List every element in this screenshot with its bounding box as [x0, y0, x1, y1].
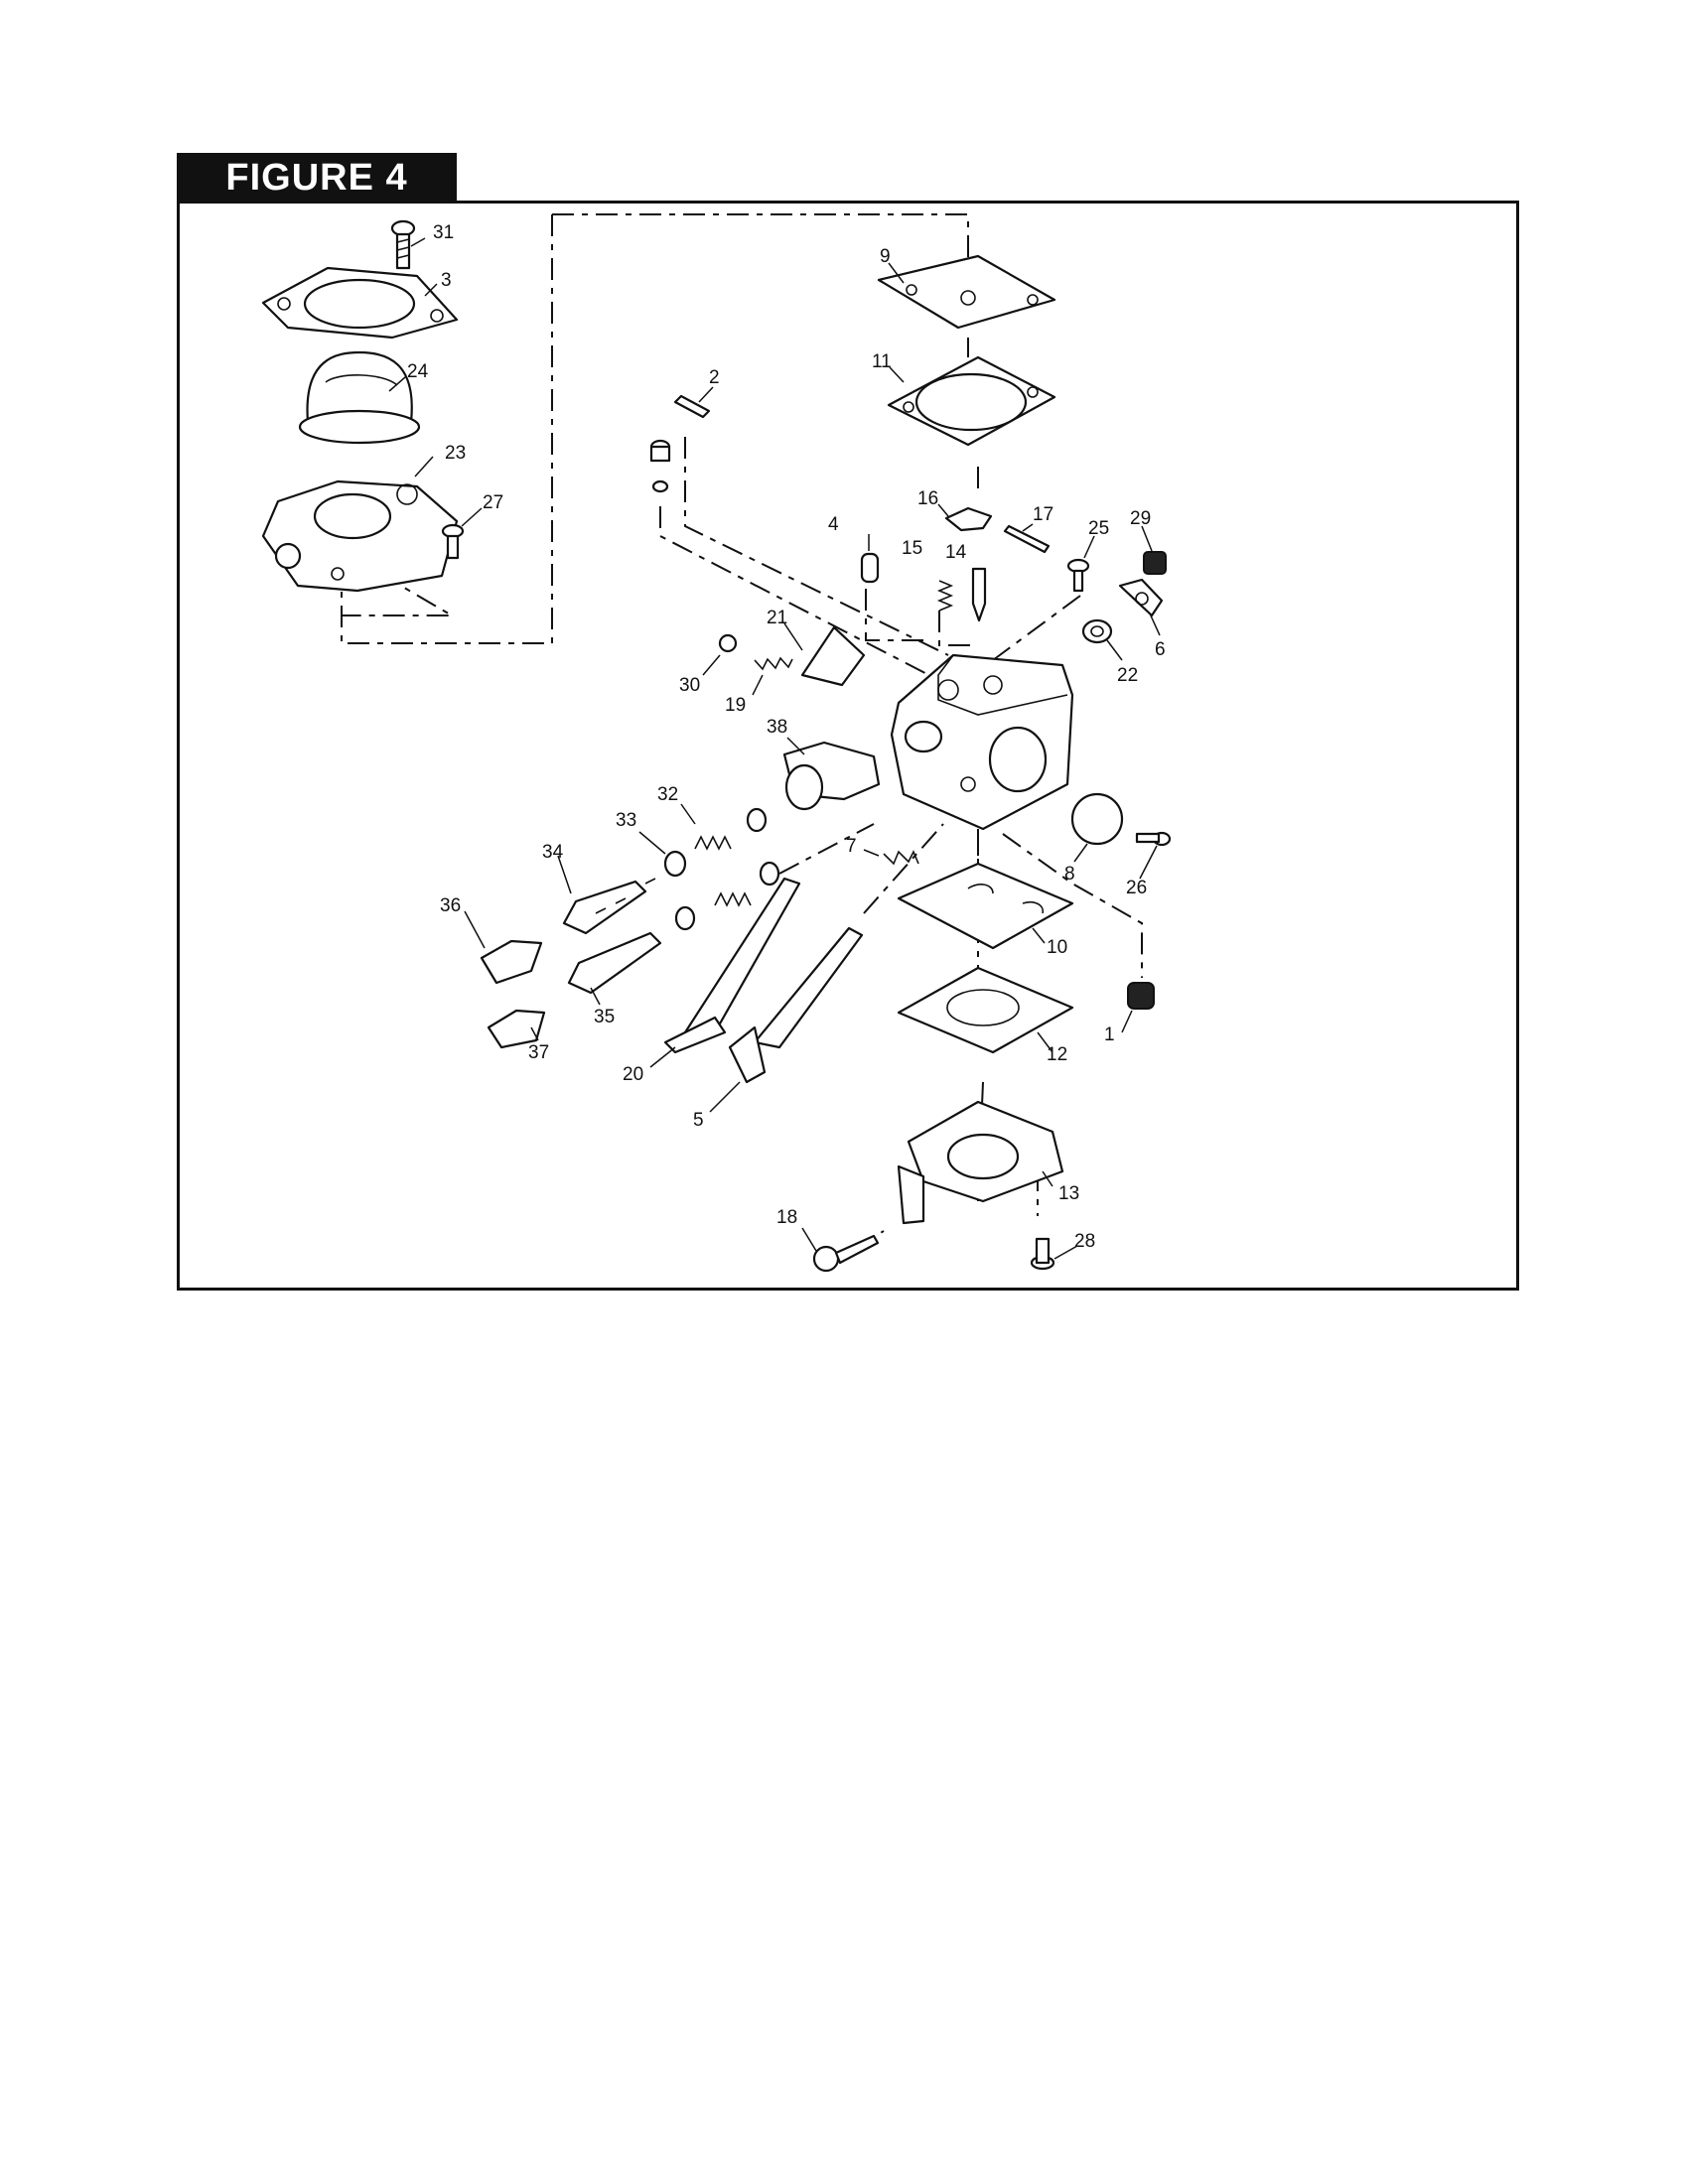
callout-11: 11 [872, 351, 892, 372]
part-7-spring [883, 850, 919, 866]
part-22-bushing [1081, 618, 1113, 644]
part-16-lever [944, 506, 993, 532]
callout-18: 18 [776, 1207, 797, 1228]
part-38-valve [782, 741, 881, 811]
assembly-lines [341, 213, 1143, 1257]
part-17-pin [1003, 524, 1051, 554]
figure-title: FIGURE 4 [177, 153, 457, 203]
part-3-cover-plate [261, 266, 459, 340]
callout-5: 5 [693, 1110, 704, 1131]
part-6-plate [1118, 578, 1164, 617]
callout-12: 12 [1047, 1044, 1067, 1065]
callout-3: 3 [441, 270, 452, 291]
callout-23: 23 [445, 443, 466, 464]
callout-21: 21 [767, 608, 787, 628]
part-34-screw [562, 878, 656, 935]
part-37-limiter-cap [487, 1009, 546, 1049]
carburetor-body [890, 653, 1074, 831]
callout-37: 37 [528, 1042, 549, 1063]
callout-20: 20 [623, 1064, 643, 1085]
part-10-diaphragm [897, 862, 1074, 950]
part-11-gasket [887, 355, 1056, 447]
part-24-primer-bulb [298, 350, 421, 445]
callout-9: 9 [880, 246, 891, 267]
callout-13: 13 [1058, 1183, 1079, 1204]
part-14-needle [971, 567, 987, 622]
callout-25: 25 [1088, 518, 1109, 539]
part-18-screw [812, 1234, 880, 1273]
callout-32: 32 [657, 784, 678, 805]
callout-29: 29 [1130, 508, 1151, 529]
callout-36: 36 [440, 895, 461, 916]
part-36-limiter-cap [480, 939, 543, 985]
part-15-spring [936, 580, 954, 612]
part-1-cap [1127, 982, 1155, 1010]
callout-16: 16 [917, 488, 938, 509]
part-20-shaft [663, 877, 801, 1054]
callout-27: 27 [483, 492, 503, 513]
callout-28: 28 [1074, 1231, 1095, 1252]
callout-4: 4 [828, 514, 839, 535]
callout-7: 7 [846, 836, 857, 857]
part-28-screw [1030, 1237, 1055, 1271]
part-19-spring [754, 656, 793, 671]
part-12-gasket [897, 966, 1074, 1054]
part-13-cover [897, 1100, 1064, 1225]
part-4-cap [860, 552, 880, 584]
leader-lines [388, 237, 1161, 1260]
part-5-shaft [728, 926, 864, 1084]
callout-17: 17 [1033, 504, 1053, 525]
part-26-screw [1135, 831, 1172, 847]
diagram-frame [177, 201, 1519, 1291]
part-27-screw [441, 523, 465, 560]
part-21-plate [800, 625, 866, 687]
callout-8: 8 [1064, 864, 1075, 885]
part-9-diaphragm [877, 254, 1056, 330]
callout-14: 14 [945, 542, 967, 563]
part-8-plate [1070, 792, 1124, 846]
callout-34: 34 [542, 842, 564, 863]
part-23-pump-housing [261, 479, 459, 593]
callout-33: 33 [616, 810, 636, 831]
callout-35: 35 [594, 1007, 615, 1027]
callout-15: 15 [902, 538, 922, 559]
part-35-screw [567, 931, 662, 995]
part-29-cap [1143, 551, 1167, 575]
part-small-caps [649, 439, 671, 493]
callout-6: 6 [1155, 639, 1166, 660]
callout-labels: 31 3 24 23 27 9 11 2 16 17 4 15 14 25 29… [407, 222, 1166, 1252]
part-25-screw [1066, 558, 1090, 593]
callout-19: 19 [725, 695, 746, 716]
callout-38: 38 [767, 717, 787, 738]
callout-10: 10 [1047, 937, 1067, 958]
callout-22: 22 [1117, 665, 1138, 686]
part-31-screw [390, 219, 416, 270]
callout-31: 31 [433, 222, 454, 243]
callout-1: 1 [1104, 1024, 1115, 1045]
part-32-spring [694, 835, 752, 907]
part-33-washer [663, 807, 780, 931]
callout-30: 30 [679, 675, 700, 696]
callout-24: 24 [407, 361, 429, 382]
part-30-ball [718, 633, 738, 653]
callout-26: 26 [1126, 878, 1147, 898]
part-2-pin [673, 394, 711, 419]
callout-2: 2 [709, 367, 720, 388]
